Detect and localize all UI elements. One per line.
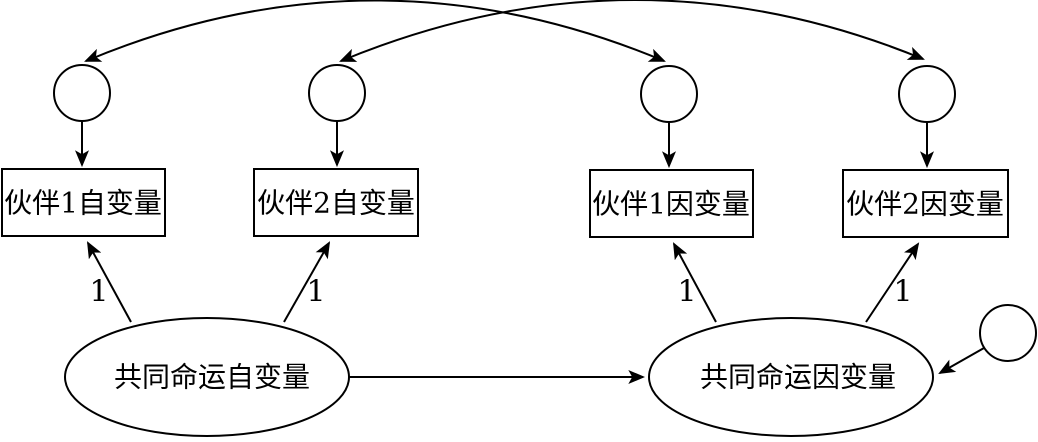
covariance-arc-residual2-residual4 (339, 0, 925, 62)
covariance-arc-residual1-residual3 (84, 0, 666, 62)
latent-ellipse-common-fate-dv: 共同命运因变量 (648, 317, 934, 437)
loading-arrow-2 (283, 241, 331, 323)
latent-ellipse-label: 共同命运因变量 (700, 361, 896, 394)
residual-circle-2 (308, 64, 366, 122)
loading-arrow-4 (865, 242, 920, 323)
residual-circle-1 (53, 64, 111, 122)
disturbance-circle (979, 304, 1037, 362)
loading-arrow-3 (673, 242, 717, 323)
disturbance-arrow (938, 347, 985, 375)
loading-coefficient-3: 1 (677, 275, 696, 310)
loading-arrow-1 (86, 241, 132, 323)
observed-box-label: 伙伴2因变量 (846, 188, 1004, 221)
residual-circle-4 (898, 65, 956, 123)
observed-box-partner2-iv: 伙伴2自变量 (253, 168, 419, 237)
observed-box-partner1-dv: 伙伴1因变量 (589, 169, 754, 238)
observed-box-partner1-iv: 伙伴1自变量 (1, 168, 166, 237)
observed-box-label: 伙伴1因变量 (592, 188, 750, 221)
observed-box-partner2-dv: 伙伴2因变量 (842, 169, 1009, 238)
latent-ellipse-label: 共同命运自变量 (114, 361, 310, 394)
observed-box-label: 伙伴2自变量 (257, 187, 415, 220)
observed-box-label: 伙伴1自变量 (4, 187, 162, 220)
loading-coefficient-1: 1 (89, 275, 108, 310)
loading-coefficient-2: 1 (306, 275, 325, 310)
latent-ellipse-common-fate-iv: 共同命运自变量 (64, 317, 350, 437)
residual-circle-3 (640, 65, 698, 123)
loading-coefficient-4: 1 (893, 275, 912, 310)
